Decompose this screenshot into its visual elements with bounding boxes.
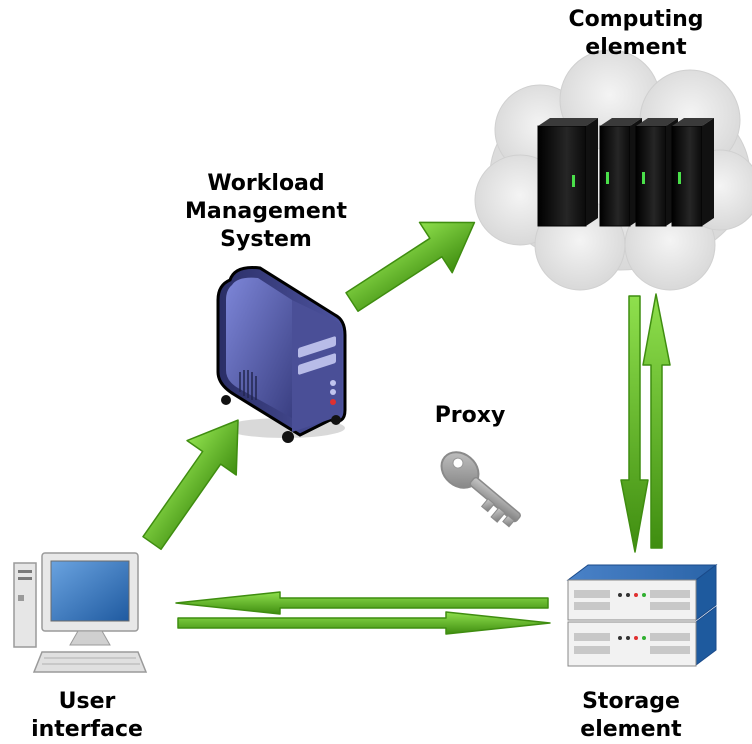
arrows xyxy=(142,221,671,635)
user-interface-label-line2: interface xyxy=(31,717,143,742)
storage-element-label: Storage element xyxy=(556,688,706,744)
server-rack-icon xyxy=(537,118,598,227)
tower-server-icon xyxy=(216,266,347,443)
arrow-storage-to-computing xyxy=(642,293,671,549)
storage-element-label-line2: element xyxy=(580,717,682,742)
storage-unit-icon xyxy=(566,564,718,621)
user-interface-label: User interface xyxy=(14,688,160,744)
key-icon xyxy=(440,451,521,528)
proxy-label: Proxy xyxy=(420,402,520,430)
arrow-wms-to-computing xyxy=(345,221,476,312)
computing-element-node xyxy=(474,49,752,291)
arrow-ui-to-storage xyxy=(177,611,551,635)
proxy-label-text: Proxy xyxy=(434,403,506,428)
storage-element-label-line1: Storage xyxy=(582,689,680,714)
user-interface-label-line1: User xyxy=(58,689,116,714)
computing-element-label-line2: element xyxy=(585,35,687,60)
storage-array-icon xyxy=(566,564,718,667)
computing-element-label: Computing element xyxy=(556,6,716,62)
wms-label-line1: Workload xyxy=(207,171,325,196)
arrow-storage-to-ui xyxy=(175,591,549,615)
desktop-computer-icon xyxy=(13,552,148,673)
computing-element-label-line1: Computing xyxy=(568,7,704,32)
server-rack-icon xyxy=(671,118,714,227)
wms-label-line2: Management xyxy=(185,199,347,224)
storage-unit-icon xyxy=(567,606,717,667)
server-rack-cluster-icon xyxy=(537,118,714,227)
arrow-computing-to-storage xyxy=(620,295,649,553)
workload-management-system-label: Workload Management System xyxy=(176,170,356,254)
wms-label-line3: System xyxy=(220,227,312,252)
arrow-ui-to-wms xyxy=(142,419,239,551)
